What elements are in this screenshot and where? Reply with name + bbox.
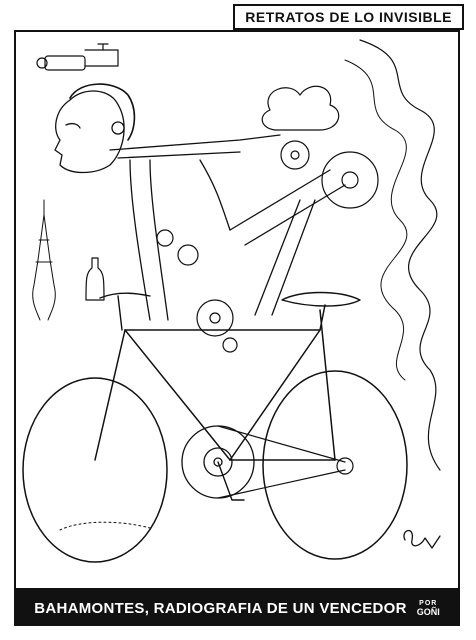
- caption-bar: BAHAMONTES, RADIOGRAFIA DE UN VENCEDOR P…: [14, 590, 460, 626]
- front-wheel: [22, 377, 168, 563]
- water-bottle: [85, 257, 105, 301]
- bicycle-frame: [94, 304, 336, 461]
- gear-shoulder: [321, 151, 379, 209]
- byline-author: GOÑI: [416, 607, 440, 617]
- caption-title: BAHAMONTES, RADIOGRAFIA DE UN VENCEDOR: [34, 599, 407, 617]
- gear-back: [280, 140, 310, 170]
- header-box: RETRATOS DE LO INVISIBLE: [233, 4, 464, 30]
- rear-wheel: [262, 370, 408, 560]
- chain: [217, 425, 346, 499]
- gear-hip: [196, 299, 234, 337]
- winding-road: [359, 39, 441, 471]
- illustration-frame: [14, 30, 460, 590]
- rider-body: [109, 134, 346, 321]
- rear-sprocket: [336, 457, 354, 475]
- byline: POR GOÑI: [417, 599, 440, 617]
- pedal: [217, 461, 245, 501]
- binocular-machine: [36, 43, 119, 71]
- artist-signature-mark: [403, 529, 441, 549]
- byline-por: POR: [419, 600, 438, 607]
- header-title: RETRATOS DE LO INVISIBLE: [245, 9, 452, 25]
- ground-shadow: [59, 521, 151, 531]
- handlebar: [99, 292, 151, 331]
- winding-road-inner: [344, 59, 408, 381]
- eiffel-tower: [32, 199, 56, 321]
- gear-mid: [156, 229, 238, 353]
- brain-cloud: [261, 85, 340, 131]
- rider-head: [54, 83, 136, 174]
- saddle: [281, 291, 361, 307]
